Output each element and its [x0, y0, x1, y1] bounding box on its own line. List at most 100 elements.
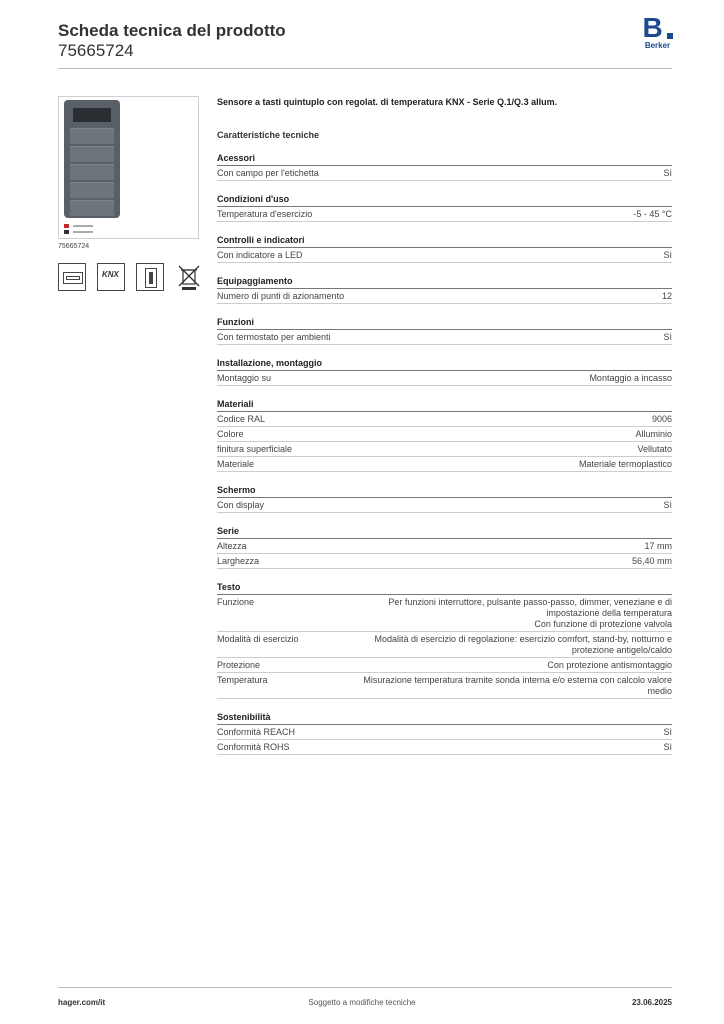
spec-label: Conformità REACH — [217, 727, 296, 737]
spec-label: Larghezza — [217, 556, 260, 566]
spec-label: Altezza — [217, 541, 247, 551]
spec-group-title: Installazione, montaggio — [217, 357, 672, 371]
spec-label: Funzione — [217, 597, 255, 607]
spec-label: Temperatura — [217, 675, 268, 685]
footer-site: hager.com/it — [58, 998, 106, 1007]
spec-label: Conformità ROHS — [217, 742, 290, 752]
device-key — [70, 164, 114, 180]
spec-content: Sensore a tasti quintuplo con regolat. d… — [217, 96, 672, 755]
weee-bin-icon — [175, 263, 203, 291]
spec-group-title: Equipaggiamento — [217, 275, 672, 289]
spec-value: Montaggio a incasso — [589, 373, 672, 383]
device-key — [70, 200, 114, 216]
logo-brand-name: Berker — [644, 41, 671, 50]
spec-row: Numero di punti di azionamento 12 — [217, 289, 672, 304]
image-caption: 75665724 — [58, 243, 90, 250]
swatch-label-line — [73, 231, 93, 233]
spec-row: Conformità REACH Sì — [217, 725, 672, 740]
spec-row: Conformità ROHS Sì — [217, 740, 672, 755]
header-divider — [58, 68, 672, 69]
swatch-label-line — [73, 225, 93, 227]
spec-label: Montaggio su — [217, 373, 272, 383]
header: Scheda tecnica del prodotto 75665724 — [58, 20, 286, 61]
spec-value: Sì — [663, 727, 672, 737]
spec-label: finitura superficiale — [217, 444, 293, 454]
product-image — [58, 96, 199, 239]
spec-section-title: Caratteristiche tecniche — [217, 130, 320, 140]
spec-value: Misurazione temperatura tramite sonda in… — [363, 675, 672, 696]
spec-value: Per funzioni interruttore, pulsante pass… — [388, 597, 672, 629]
spec-label: Protezione — [217, 660, 261, 670]
logo-mark-icon: B — [643, 14, 673, 42]
spec-group-title: Materiali — [217, 398, 672, 412]
spec-group-title: Funzioni — [217, 316, 672, 330]
device-screen — [73, 108, 111, 122]
spec-group-title: Condizioni d'uso — [217, 193, 672, 207]
knx-icon-label: KNX — [102, 270, 119, 279]
spec-row: Materiale Materiale termoplastico — [217, 457, 672, 472]
spec-row: Temperatura d'esercizio -5 - 45 °C — [217, 207, 672, 222]
spec-row: Funzione Per funzioni interruttore, pulsa… — [217, 595, 672, 632]
device-key — [70, 128, 114, 144]
spec-row: finitura superficiale Vellutato — [217, 442, 672, 457]
spec-value: Materiale termoplastico — [578, 459, 672, 469]
footer-note: Soggetto a modifiche tecniche — [308, 998, 416, 1007]
spec-label: Numero di punti di azionamento — [217, 291, 345, 301]
spec-value: Sì — [663, 168, 672, 178]
spec-label: Modalità di esercizio — [217, 634, 299, 644]
spec-label: Materiale — [217, 459, 255, 469]
product-name: Sensore a tasti quintuplo con regolat. d… — [217, 97, 558, 107]
spec-row: Con display Sì — [217, 498, 672, 513]
spec-label: Con campo per l'etichetta — [217, 168, 319, 178]
spec-row: Modalità di esercizio Modalità di eserciz… — [217, 632, 672, 658]
spec-row: Montaggio su Montaggio a incasso — [217, 371, 672, 386]
spec-row: Temperatura Misurazione temperatura trami… — [217, 673, 672, 699]
device-key — [70, 182, 114, 198]
spec-value: Vellutato — [637, 444, 672, 454]
footer-divider — [58, 987, 672, 988]
spec-value: Modalità di esercizio di regolazione: es… — [374, 634, 672, 655]
footer-date: 23.06.2025 — [631, 998, 672, 1007]
device-illustration — [64, 100, 120, 218]
spec-value: Sì — [663, 332, 672, 342]
berker-logo: B Berker — [641, 14, 674, 50]
product-code: 75665724 — [58, 41, 134, 60]
spec-group-title: Acessori — [217, 152, 672, 166]
spec-label: Con display — [217, 500, 265, 510]
spec-value: Sì — [663, 742, 672, 752]
spec-value: 9006 — [651, 414, 672, 424]
spec-group-title: Sostenibilità — [217, 711, 672, 725]
display-icon — [58, 263, 86, 291]
spec-row: Protezione Con protezione antismontaggio — [217, 658, 672, 673]
spec-label: Colore — [217, 429, 244, 439]
spec-group-title: Testo — [217, 581, 672, 595]
spec-value: -5 - 45 °C — [633, 209, 672, 219]
spec-group-title: Serie — [217, 525, 672, 539]
spec-value: 12 — [661, 291, 672, 301]
spec-value: Con protezione antismontaggio — [547, 660, 672, 670]
spec-label: Temperatura d'esercizio — [217, 209, 313, 219]
device-key — [70, 146, 114, 162]
spec-value: 56,40 mm — [631, 556, 672, 566]
spec-value: Sì — [663, 500, 672, 510]
spec-label: Codice RAL — [217, 414, 266, 424]
page-title: Scheda tecnica del prodotto — [58, 21, 286, 40]
spec-row: Codice RAL 9006 — [217, 412, 672, 427]
knx-icon: KNX — [97, 263, 125, 291]
spec-value: Sì — [663, 250, 672, 260]
color-swatch — [64, 224, 69, 228]
thermostat-icon — [136, 263, 164, 291]
